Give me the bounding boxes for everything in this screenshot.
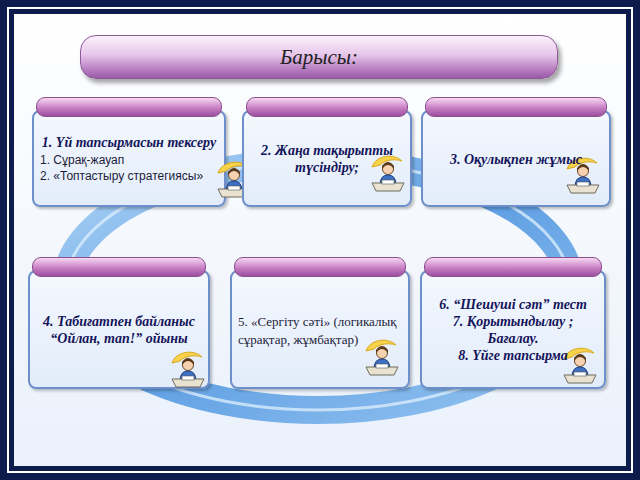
card-tab xyxy=(246,97,408,117)
hair xyxy=(182,358,194,365)
body xyxy=(374,359,390,369)
hair xyxy=(574,354,586,361)
step-card: 2. Жаңа тақырыпты түсіндіру; xyxy=(242,97,412,207)
step-card: 1. Үй тапсырмасын тексеру1. Сұрақ-жауап2… xyxy=(32,97,226,207)
card-content: 1. Үй тапсырмасын тексеру1. Сұрақ-жауап2… xyxy=(32,117,226,203)
book xyxy=(574,372,586,376)
book xyxy=(376,364,388,368)
title: Барысы: xyxy=(280,45,358,70)
hair xyxy=(376,346,388,353)
step-card: 6. “Шешуші сәт” тест7. Қорытындылау ; Ба… xyxy=(420,257,606,389)
card-tab xyxy=(32,257,206,277)
pupil-icon xyxy=(168,349,208,389)
step-text: 3. Оқулықпен жұмыс xyxy=(429,152,603,169)
card-content: 4. Табиғатпен байланыс “Ойлан, тап!” ойы… xyxy=(28,277,210,385)
pupil-icon xyxy=(362,337,402,377)
body xyxy=(180,371,196,381)
body xyxy=(572,367,588,377)
book xyxy=(182,376,194,380)
card-content: 6. “Шешуші сәт” тест7. Қорытындылау ; Ба… xyxy=(420,277,606,385)
card-content: 2. Жаңа тақырыпты түсіндіру; xyxy=(242,117,412,203)
card-tab xyxy=(425,97,607,117)
step-text: 4. Табиғатпен байланыс “Ойлан, тап!” ойы… xyxy=(36,314,202,348)
step-text: 8. Үйге тапсырма xyxy=(428,348,598,365)
hair xyxy=(228,168,240,175)
step-text: 7. Қорытындылау ; Бағалау. xyxy=(428,314,598,348)
step-text: 2. Жаңа тақырыпты түсіндіру; xyxy=(250,143,404,177)
step-card: 4. Табиғатпен байланыс “Ойлан, тап!” ойы… xyxy=(28,257,210,389)
step-text: 6. “Шешуші сәт” тест xyxy=(428,297,598,314)
body xyxy=(575,177,591,187)
step-text: 5. «Сергіту сәті» (логикалық сұрақтар, ж… xyxy=(238,313,402,349)
book xyxy=(228,186,240,190)
step-card: 5. «Сергіту сәті» (логикалық сұрақтар, ж… xyxy=(230,257,410,389)
step-text: 1. Үй тапсырмасын тексеру xyxy=(40,135,218,152)
book xyxy=(382,180,394,184)
title-banner: Барысы: xyxy=(80,35,558,79)
body xyxy=(380,175,396,185)
body xyxy=(226,181,242,191)
card-tab xyxy=(424,257,602,277)
step-card: 3. Оқулықпен жұмыс xyxy=(421,97,611,207)
book xyxy=(577,182,589,186)
card-panel xyxy=(28,270,210,389)
hair xyxy=(382,162,394,169)
ground xyxy=(14,14,626,466)
card-content: 5. «Сергіту сәті» (логикалық сұрақтар, ж… xyxy=(230,277,410,385)
list-item: 1. Сұрақ-жауап xyxy=(40,152,218,168)
list-item: 2. «Топтастыру стратегиясы» xyxy=(40,168,218,184)
card-tab xyxy=(234,257,406,277)
pupil-icon xyxy=(368,153,408,193)
card-tab xyxy=(36,97,222,117)
card-content: 3. Оқулықпен жұмыс xyxy=(421,117,611,203)
frame-line xyxy=(8,8,632,472)
